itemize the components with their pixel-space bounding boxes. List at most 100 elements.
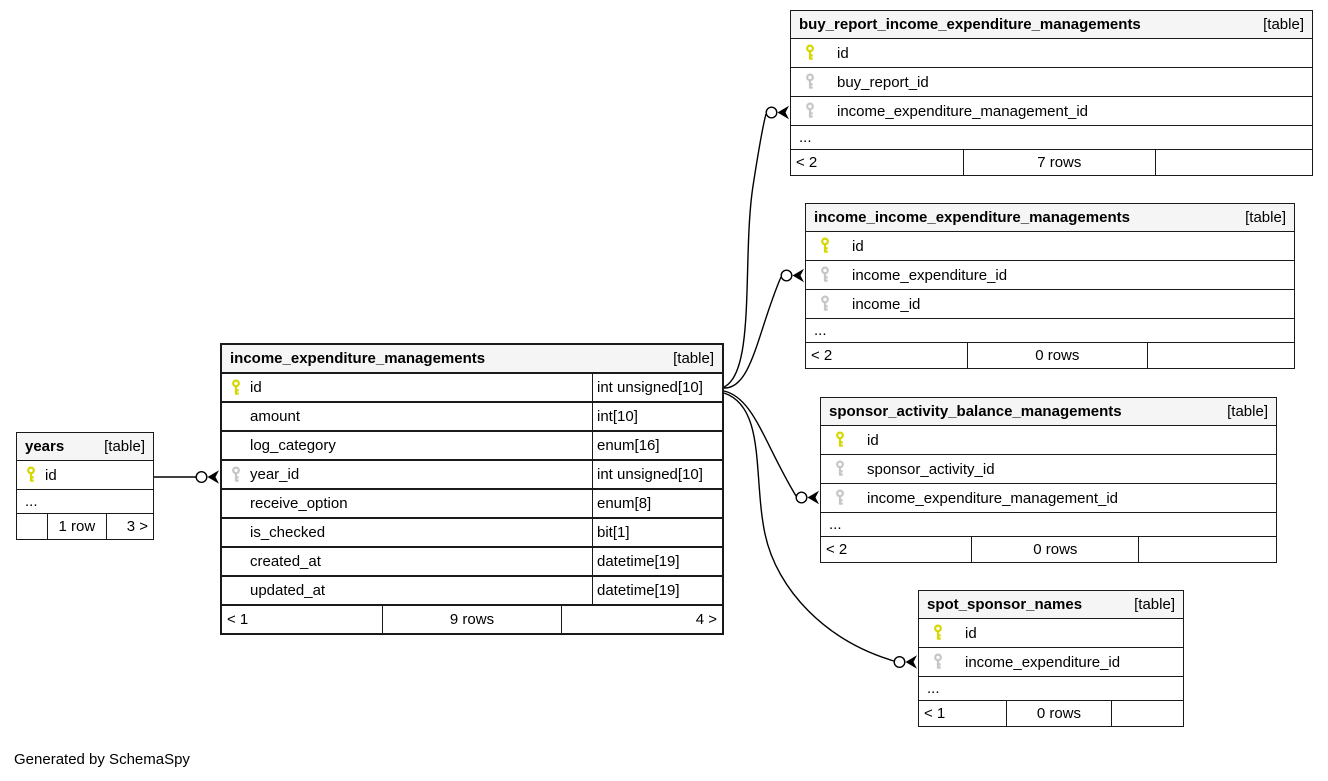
zero-or-many-circle-marker — [795, 491, 808, 504]
table-buy_report_income_expenditure_managements: buy_report_income_expenditure_management… — [790, 10, 1313, 176]
column-type: enum[16] — [592, 432, 722, 459]
table-header: buy_report_income_expenditure_management… — [791, 11, 1312, 39]
crows-foot-marker — [207, 470, 219, 484]
relationship-income_expenditure_managements-to-buy_report_income_expenditure_managements — [723, 105, 789, 388]
footer-parents — [17, 514, 47, 539]
table-header: sponsor_activity_balance_managements[tab… — [821, 398, 1276, 426]
hidden-columns-ellipsis: ... — [791, 126, 1312, 150]
column-row-sponsor_activity_id: sponsor_activity_id — [821, 455, 1276, 484]
foreign-key-icon — [819, 295, 850, 313]
foreign-key-icon — [932, 653, 963, 671]
crows-foot-marker — [905, 655, 917, 669]
column-type: int unsigned[10] — [592, 374, 722, 401]
column-name: log_category — [250, 437, 336, 454]
table-name[interactable]: income_expenditure_managements — [230, 350, 486, 367]
table-header: spot_sponsor_names[table] — [919, 591, 1183, 619]
column-row-id: id — [791, 39, 1312, 68]
relationship-income_expenditure_managements-to-income_income_expenditure_managements — [723, 268, 804, 389]
primary-key-icon — [804, 44, 835, 62]
footer-parents: < 2 — [796, 154, 818, 171]
footer-parents: < 2 — [811, 347, 833, 364]
column-name: income_expenditure_id — [852, 266, 1008, 284]
table-type-tag: [table] — [673, 350, 714, 367]
column-name: amount — [250, 408, 301, 425]
foreign-key-icon — [834, 460, 865, 478]
column-type: bit[1] — [592, 519, 722, 546]
column-row-receive_option: receive_option enum[8] — [222, 490, 722, 519]
footer-parents: < 1 — [227, 611, 249, 628]
crows-foot-marker — [807, 490, 819, 505]
column-name: updated_at — [250, 582, 326, 599]
zero-or-many-circle-marker — [893, 656, 906, 669]
footer-children — [1112, 701, 1183, 726]
column-row-id: id — [919, 619, 1183, 648]
relationship-income_expenditure_managements-to-spot_sponsor_names — [723, 392, 917, 669]
footer-children — [1156, 150, 1312, 175]
relationship-income_expenditure_managements-to-sponsor_activity_balance_managements — [723, 390, 819, 505]
column-type: datetime[19] — [592, 548, 722, 575]
hidden-columns-ellipsis: ... — [17, 490, 153, 514]
column-name: id — [965, 624, 977, 642]
foreign-key-icon — [804, 102, 835, 120]
column-type: int unsigned[10] — [592, 461, 722, 488]
column-name: sponsor_activity_id — [867, 460, 995, 478]
footer-children: 3 > — [126, 518, 148, 535]
foreign-key-icon — [834, 489, 865, 507]
column-name: id — [852, 237, 864, 255]
footer-parents: < 2 — [826, 541, 848, 558]
column-name: income_id — [852, 295, 921, 313]
table-header: income_income_expenditure_managements[ta… — [806, 204, 1294, 232]
fk-line — [723, 276, 782, 389]
table-sponsor_activity_balance_managements: sponsor_activity_balance_managements[tab… — [820, 397, 1277, 563]
primary-key-icon — [834, 431, 865, 449]
column-type: enum[8] — [592, 490, 722, 517]
primary-key-icon — [230, 379, 248, 397]
column-row-id: id — [806, 232, 1294, 261]
table-name[interactable]: years — [25, 438, 65, 455]
hidden-columns-ellipsis: ... — [806, 319, 1294, 343]
column-type: int[10] — [592, 403, 722, 430]
table-years: years [table] id...1 row 3 > — [16, 432, 154, 540]
column-type: datetime[19] — [592, 577, 722, 604]
column-name: id — [837, 44, 849, 62]
footer-children — [1139, 537, 1276, 562]
column-name: buy_report_id — [837, 73, 929, 91]
column-name: created_at — [250, 553, 321, 570]
column-row-log_category: log_category enum[16] — [222, 432, 722, 461]
footer-row-count: 1 row — [46, 514, 107, 539]
table-name[interactable]: sponsor_activity_balance_managements — [829, 403, 1122, 420]
column-row-income_expenditure_id: income_expenditure_id — [806, 261, 1294, 290]
zero-or-many-circle-marker — [765, 106, 778, 119]
column-row-income_expenditure_management_id: income_expenditure_management_id — [791, 97, 1312, 126]
column-name: income_expenditure_management_id — [837, 102, 1089, 120]
foreign-key-icon — [819, 266, 850, 284]
table-spot_sponsor_names: spot_sponsor_names[table]id income_expend… — [918, 590, 1184, 727]
fk-line — [723, 113, 767, 388]
footer-row-count: 0 rows — [1006, 701, 1112, 726]
foreign-key-icon — [804, 73, 835, 91]
column-name: income_expenditure_id — [965, 653, 1121, 671]
table-footer: 1 row 3 > — [17, 514, 153, 539]
column-row-amount: amount int[10] — [222, 403, 722, 432]
footer-row-count: 9 rows — [382, 606, 562, 633]
table-name[interactable]: income_income_expenditure_managements — [814, 209, 1130, 226]
column-row-created_at: created_at datetime[19] — [222, 548, 722, 577]
column-row-income_id: income_id — [806, 290, 1294, 319]
primary-key-icon — [25, 466, 43, 484]
table-name[interactable]: buy_report_income_expenditure_management… — [799, 16, 1141, 33]
primary-key-icon — [819, 237, 850, 255]
column-name: receive_option — [250, 495, 348, 512]
zero-or-many-circle-marker — [195, 471, 208, 484]
table-name[interactable]: spot_sponsor_names — [927, 596, 1083, 613]
table-header: income_expenditure_managements [table] — [222, 345, 722, 374]
column-name: id — [45, 466, 57, 484]
table-type-tag: [table] — [104, 438, 145, 455]
foreign-key-icon — [230, 466, 248, 484]
column-row-buy_report_id: buy_report_id — [791, 68, 1312, 97]
